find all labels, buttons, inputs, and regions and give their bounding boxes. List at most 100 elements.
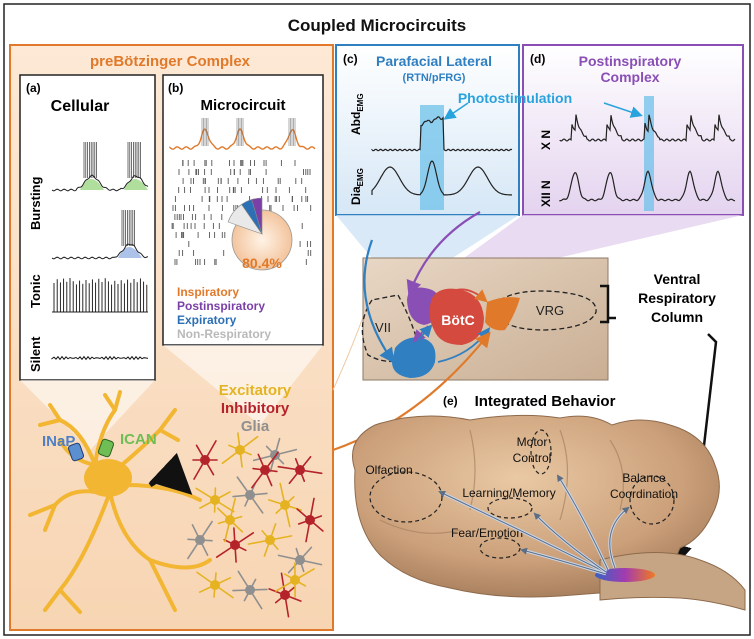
pie-value-label: 80.4%	[242, 255, 282, 271]
fear-emotion-region	[479, 537, 521, 559]
botc-nucleus	[429, 288, 484, 345]
cell-body	[270, 450, 280, 460]
membrane-potential	[51, 243, 149, 260]
panel-d-bottom-label: XII N	[539, 180, 553, 207]
region-motor-1: Motor	[517, 435, 548, 449]
label-bursting: Bursting	[28, 177, 43, 231]
figure-title: Coupled Microcircuits	[288, 16, 467, 35]
cell-body	[225, 515, 235, 525]
cell-type-glia: Glia	[241, 418, 270, 435]
cell-body	[260, 465, 270, 475]
channel-inap: INaP	[42, 433, 75, 450]
legend-inspiratory: Inspiratory	[177, 285, 239, 299]
silent-trace	[51, 355, 149, 361]
neuron-to-network-arrow	[148, 452, 193, 495]
svg-text:AbdEMG: AbdEMG	[349, 93, 365, 135]
legend-postinspiratory: Postinspiratory	[177, 299, 265, 313]
panel-c-stim-bar	[420, 105, 444, 210]
prebotc-nucleus	[485, 297, 520, 331]
motor-control-region	[530, 429, 552, 475]
cell-body	[200, 455, 210, 465]
legend-non-respiratory: Non-Respiratory	[177, 327, 271, 341]
abd-emg-trace	[371, 116, 513, 152]
vrc-label-1: Ventral	[654, 271, 701, 287]
photostimulation-label: Photostimulation	[458, 90, 572, 106]
vrc-marker	[595, 568, 655, 582]
panel-e-letter: (e)	[443, 394, 458, 408]
learning-memory-region	[487, 497, 533, 519]
cell-body	[210, 580, 220, 590]
cell-body	[245, 490, 255, 500]
vrc-bracket	[600, 284, 616, 324]
pfl-pic-arrow	[417, 324, 433, 341]
panel-c-letter: (c)	[343, 52, 358, 66]
panel-c-subtitle: (RTN/pFRG)	[403, 72, 466, 84]
panel-a-letter: (a)	[26, 81, 41, 95]
panel-b-title: Microcircuit	[200, 97, 285, 114]
brain-illustration	[352, 414, 746, 611]
panel-d-title-1: Postinspiratory	[579, 53, 682, 69]
region-fear: Fear/Emotion	[451, 526, 523, 540]
cell-type-inhibitory: Inhibitory	[221, 400, 290, 417]
panel-b-letter: (b)	[168, 81, 183, 95]
label-tonic: Tonic	[28, 274, 43, 308]
panel-d-stim-bar	[644, 96, 654, 211]
cell-network	[187, 432, 324, 618]
photostim-arrow-d	[603, 102, 643, 118]
legend-expiratory: Expiratory	[177, 313, 237, 327]
cell-body	[295, 555, 305, 565]
panel-c-bottom-label: DiaEMG	[349, 168, 365, 205]
botc-prebotc-arrow	[441, 288, 488, 303]
cell-body	[245, 585, 255, 595]
region-balance-2: Coordination	[610, 487, 678, 501]
pie-chart	[227, 197, 293, 271]
c-to-pfl-arrow	[363, 239, 395, 364]
label-silent: Silent	[28, 336, 43, 372]
zoom-wedge-c	[336, 215, 519, 292]
projection-arrows	[438, 474, 630, 576]
spike-raster	[169, 118, 316, 265]
region-motor-2: Control	[513, 451, 552, 465]
vrc-label-3: Column	[651, 309, 703, 325]
pfl-nucleus	[392, 337, 436, 378]
channel-ican: ICAN	[120, 431, 157, 448]
zoom-wedge-b	[163, 345, 323, 425]
panel-c-title: Parafacial Lateral	[376, 53, 492, 69]
balance-coordination-region	[629, 475, 675, 525]
panel-d-letter: (d)	[530, 52, 545, 66]
photostim-arrow-c	[443, 102, 469, 120]
panel-d-title-2: Complex	[600, 69, 659, 85]
botc-label: BötC	[441, 312, 474, 328]
cell-body	[295, 465, 305, 475]
region-balance-1: Balance	[622, 471, 666, 485]
cell-body	[230, 540, 240, 550]
x-nerve-trace	[559, 114, 736, 143]
panel-c-top-label: AbdEMG	[349, 93, 365, 135]
xii-nerve-trace	[559, 170, 736, 202]
cell-body	[235, 445, 245, 455]
prebotzinger-title: preBötzinger Complex	[90, 53, 251, 70]
cell-body	[280, 590, 290, 600]
svg-text:DiaEMG: DiaEMG	[349, 168, 365, 205]
panel-d-top-label: X N	[539, 130, 553, 150]
d-to-pic-arrow	[406, 211, 481, 297]
membrane-potential	[51, 174, 149, 192]
cell-body	[280, 500, 290, 510]
burst-envelope	[80, 179, 104, 190]
vrc-label-2: Respiratory	[638, 290, 716, 306]
region-olfaction: Olfaction	[365, 463, 412, 477]
cell-body	[290, 575, 300, 585]
panel-a-title: Cellular	[51, 98, 110, 115]
cell-body	[195, 535, 205, 545]
region-learning: Learning/Memory	[462, 486, 555, 500]
panel-e-title: Integrated Behavior	[475, 393, 616, 410]
vii-label: VII	[375, 320, 391, 335]
zoom-wedge-a	[20, 380, 155, 450]
dia-emg-trace	[371, 160, 513, 196]
cell-body	[210, 495, 220, 505]
cell-body	[305, 515, 315, 525]
vrg-label: VRG	[536, 303, 564, 318]
pie-postinspiratory	[251, 197, 263, 235]
